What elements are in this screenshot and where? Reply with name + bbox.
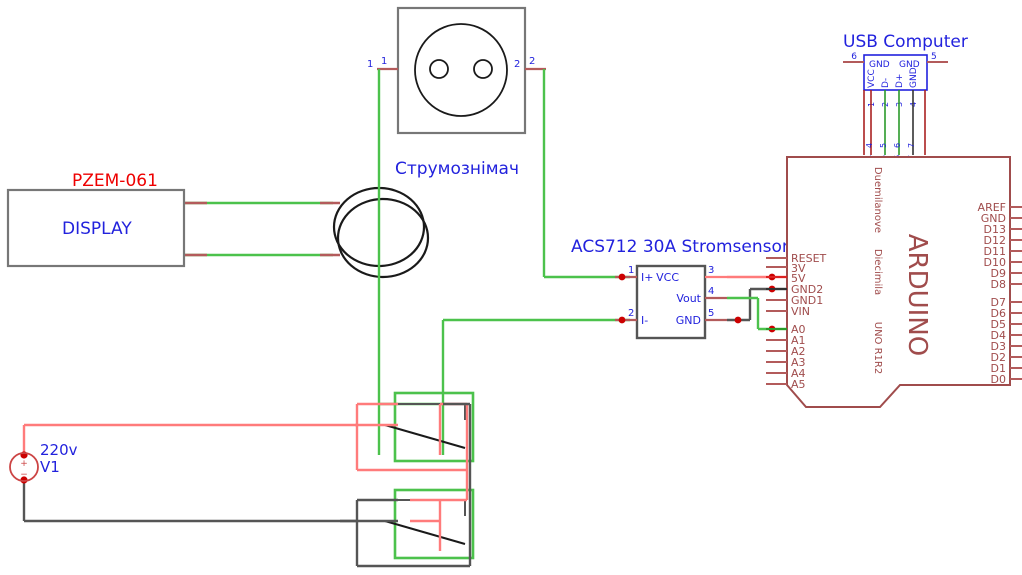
wire-group-pzem xyxy=(183,201,340,257)
v1-name-label: V1 xyxy=(40,458,60,476)
v1-plus-sign: + xyxy=(20,459,28,469)
socket-face xyxy=(414,23,508,117)
pzem-title: PZEM-061 xyxy=(72,171,158,191)
usb-pin6-num: 6 xyxy=(851,52,857,62)
usb-lower-a-4: 7 xyxy=(907,143,916,148)
acs712-pin4-num: 4 xyxy=(708,286,714,297)
socket-pin-left-outer-num: 1 xyxy=(367,59,373,70)
wire-group-acs-to-arduino xyxy=(727,273,790,333)
arduino-pin-label-a4: A4 xyxy=(791,367,806,380)
arduino-pin-label-d10: D10 xyxy=(984,256,1006,269)
power-socket[interactable]: 1 1 2 2 xyxy=(367,6,546,135)
arduino-variant-diecimila: Diecimila xyxy=(872,249,883,295)
arduino-pin-label-d11: D11 xyxy=(984,245,1006,258)
acs712-pin5-name: GND xyxy=(676,314,701,327)
acs712-pin3-num: 3 xyxy=(708,265,714,276)
usb-pin5-num: 5 xyxy=(931,52,937,62)
arduino-pin-label-d8: D8 xyxy=(991,278,1006,291)
voltage-source-v1[interactable]: + − 220v V1 xyxy=(9,441,78,482)
arduino-variant-duemilanove: Duemilanove xyxy=(872,167,883,233)
arduino-pin-label-d12: D12 xyxy=(984,234,1006,247)
acs712-pin1-num: 1 xyxy=(628,265,634,276)
arduino-pin-label-3v: 3V xyxy=(791,262,806,275)
acs712-sensor[interactable]: ACS712 30A Stromsensor 1 I+ 2 I- 3 VCC 4… xyxy=(571,237,789,340)
arduino-pin-label-gnd: GND xyxy=(981,212,1006,225)
arduino-pin-label-d13: D13 xyxy=(984,223,1006,236)
socket-pin-right-outer-num: 2 xyxy=(529,56,535,67)
arduino-pin-label-a1: A1 xyxy=(791,334,806,347)
usb-pin1-name: VCC xyxy=(867,69,877,88)
arduino-pin-label-d9: D9 xyxy=(991,267,1006,280)
acs712-pin2-num: 2 xyxy=(628,308,634,319)
acs712-body[interactable] xyxy=(635,264,707,340)
acs712-pin3-name: VCC xyxy=(656,271,679,284)
acs712-pin2-name: I- xyxy=(641,314,648,327)
junction-v1-minus xyxy=(20,476,28,484)
arduino-pin-label-a3: A3 xyxy=(791,356,806,369)
current-clamp[interactable]: Струмознімач xyxy=(332,159,519,279)
arduino-pin-label-a0: A0 xyxy=(791,323,806,336)
arduino-pin-label-vin: VIN xyxy=(791,305,810,318)
usb-lower-a-2: 5 xyxy=(879,143,888,148)
pzem-body-label: DISPLAY xyxy=(62,219,132,239)
arduino-pin-label-aref: AREF xyxy=(978,201,1006,214)
usb-pin6-name: GND xyxy=(869,60,890,70)
usb-lower-a-3: 6 xyxy=(893,143,902,148)
arduino-brand-label: ARDUINO xyxy=(902,234,932,356)
pzem-body[interactable] xyxy=(6,188,186,268)
relay-upper-contact-arm[interactable] xyxy=(384,424,466,449)
acs712-pin5-num: 5 xyxy=(708,308,714,319)
junction-acs712-pin1 xyxy=(618,273,626,281)
arduino-pin-label-gnd2: GND2 xyxy=(791,283,823,296)
clamp-title: Струмознімач xyxy=(395,159,519,179)
socket-hole-right xyxy=(473,59,493,79)
arduino-pin-label-d0: D0 xyxy=(991,373,1006,386)
arduino-board[interactable]: ARDUINO Duemilanove Diecimila UNO R1R2 R… xyxy=(766,156,1022,408)
arduino-pin-label-a5: A5 xyxy=(791,378,806,391)
clamp-inner-ring[interactable] xyxy=(336,197,430,279)
usb-pin4-name: GND xyxy=(909,67,919,88)
usb-pin3-name: D+ xyxy=(895,74,905,88)
arduino-pin-label-reset: RESET xyxy=(791,252,827,265)
arduino-outline[interactable] xyxy=(786,156,1011,408)
socket-pin-left-inner-num: 1 xyxy=(381,56,387,67)
junction-acs712-pin2 xyxy=(618,316,626,324)
usb-pin5-name: GND xyxy=(899,60,920,70)
socket-hole-left xyxy=(429,59,449,79)
arduino-pin-label-d4: D4 xyxy=(991,329,1006,342)
socket-pin-right-inner-num: 2 xyxy=(514,59,520,70)
socket-body[interactable] xyxy=(396,6,527,135)
arduino-pin-label-d5: D5 xyxy=(991,318,1006,331)
junction-acs-gnd xyxy=(734,316,742,324)
wire-group-mains-loop xyxy=(20,402,472,568)
arduino-variant-uno: UNO R1R2 xyxy=(872,322,883,374)
arduino-pin-label-a2: A2 xyxy=(791,345,806,358)
arduino-left-pins[interactable]: RESET 3V 5V GND2 GND1 VIN A0 A1 A2 A3 A4… xyxy=(766,252,827,391)
v1-symbol[interactable] xyxy=(9,452,39,482)
v1-minus-sign: − xyxy=(20,470,28,480)
pzem-061-block[interactable]: PZEM-061 DISPLAY xyxy=(6,171,186,268)
relay-lower-contact-arm[interactable] xyxy=(384,520,466,545)
acs712-pin4-name: Vout xyxy=(676,292,701,305)
v1-value-label: 220v xyxy=(40,441,78,459)
usb-title: USB Computer xyxy=(843,32,968,52)
acs712-title: ACS712 30A Stromsensor xyxy=(571,237,789,257)
usb-pin2-name: D- xyxy=(881,78,891,88)
usb-lower-a-1: 4 xyxy=(865,143,874,148)
arduino-pin-label-d1: D1 xyxy=(991,362,1006,375)
arduino-pin-label-gnd1: GND1 xyxy=(791,294,823,307)
usb-connector[interactable]: USB Computer 6 5 GND GND VCC D- D+ GND 1… xyxy=(843,32,968,160)
acs712-pin1-name: I+ xyxy=(641,271,653,284)
arduino-pin-label-d7: D7 xyxy=(991,296,1006,309)
usb-body[interactable] xyxy=(863,54,928,91)
arduino-pin-label-d6: D6 xyxy=(991,307,1006,320)
arduino-pin-label-d3: D3 xyxy=(991,340,1006,353)
arduino-right-pins[interactable]: AREF GND D13 D12 D11 D10 D9 D8 D7 D6 D5 … xyxy=(978,201,1022,386)
arduino-pin-label-d2: D2 xyxy=(991,351,1006,364)
arduino-pin-label-5v: 5V xyxy=(791,272,806,285)
